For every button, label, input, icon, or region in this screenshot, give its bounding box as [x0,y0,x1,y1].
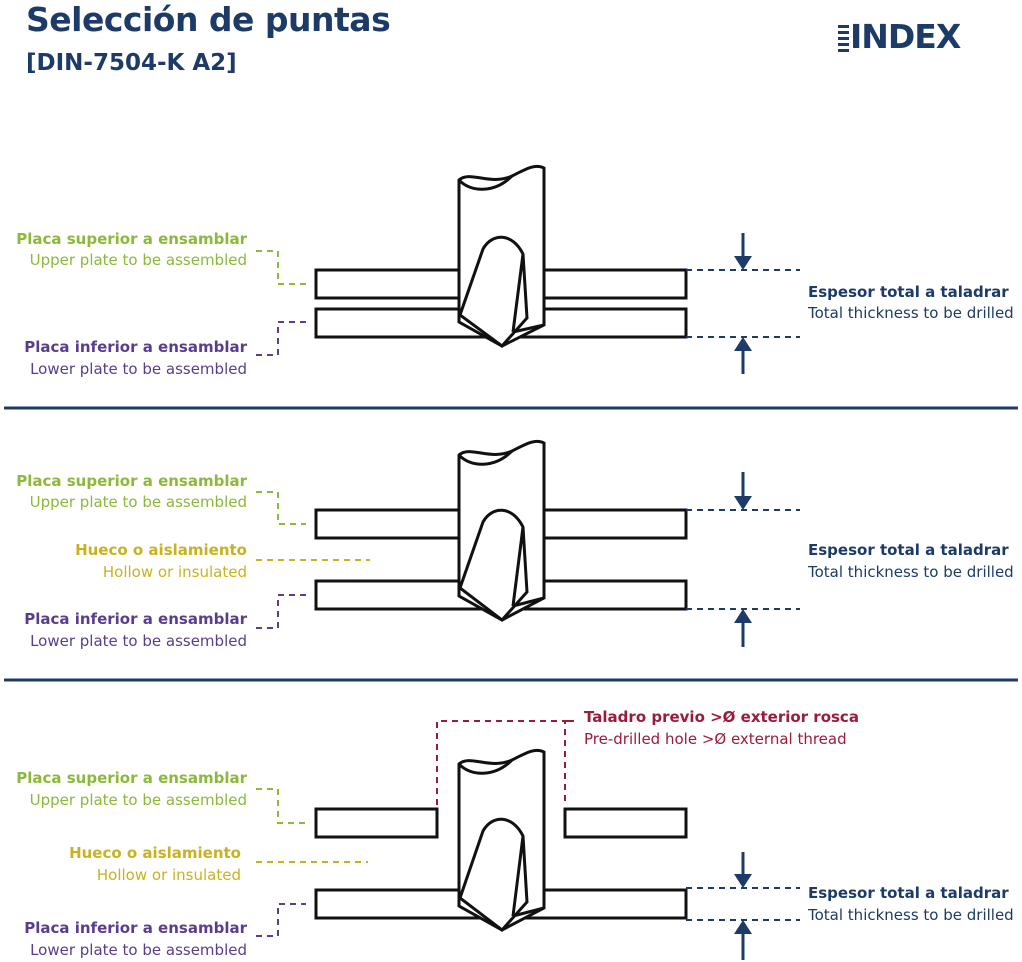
arrow-up-icon [734,337,752,374]
hollow-label-es: Hueco o aislamiento [69,844,241,862]
arrow-down-icon [734,472,752,510]
upper-plate-label-es: Placa superior a ensamblar [16,769,247,787]
hollow-label-en: Hollow or insulated [103,563,247,581]
drill-bit-icon [457,439,546,623]
lower-plate-label-en: Lower plate to be assembled [30,632,247,650]
drill-bit-icon [457,164,546,349]
panel-2: Placa superior a ensamblar Upper plate t… [16,439,1014,650]
upper-plate-label-en: Upper plate to be assembled [30,251,247,269]
upper-plate-right [563,807,688,839]
thickness-label-es: Espesor total a taladrar [808,283,1009,301]
lower-plate-label-en: Lower plate to be assembled [30,360,247,378]
arrow-up-icon [734,920,752,960]
page-subtitle: [DIN-7504-K A2] [26,50,237,76]
thickness-label-en: Total thickness to be drilled [807,906,1014,924]
arrow-up-icon [734,609,752,647]
arrow-down-icon [734,233,752,270]
thickness-label-es: Espesor total a taladrar [808,541,1009,559]
thickness-label-en: Total thickness to be drilled [807,304,1014,322]
thickness-label-es: Espesor total a taladrar [808,884,1009,902]
logo-text: INDEX [850,17,961,56]
lower-plate-label-en: Lower plate to be assembled [30,941,247,959]
upper-plate-label-en: Upper plate to be assembled [30,493,247,511]
lower-plate-label-es: Placa inferior a ensamblar [24,610,247,628]
panel-1: Placa superior a ensamblar Upper plate t… [16,164,1014,378]
page-title: Selección de puntas [26,0,391,39]
predrill-label-es: Taladro previo >Ø exterior rosca [584,708,859,726]
arrow-down-icon [734,852,752,888]
index-logo: INDEX [838,17,988,60]
hollow-label-es: Hueco o aislamiento [75,541,247,559]
predrill-label-en: Pre-drilled hole >Ø external thread [584,730,847,748]
upper-plate-label-es: Placa superior a ensamblar [16,230,247,248]
upper-plate-left [314,807,439,839]
drill-bit-icon [457,748,546,933]
panel-3: Taladro previo >Ø exterior rosca Pre-dri… [16,708,1014,960]
logo-stripes-icon [838,25,849,55]
lower-plate-label-es: Placa inferior a ensamblar [24,338,247,356]
upper-plate-label-es: Placa superior a ensamblar [16,472,247,490]
lower-plate-label-es: Placa inferior a ensamblar [24,919,247,937]
upper-plate-label-en: Upper plate to be assembled [30,791,247,809]
thickness-label-en: Total thickness to be drilled [807,563,1014,581]
hollow-label-en: Hollow or insulated [97,866,241,884]
